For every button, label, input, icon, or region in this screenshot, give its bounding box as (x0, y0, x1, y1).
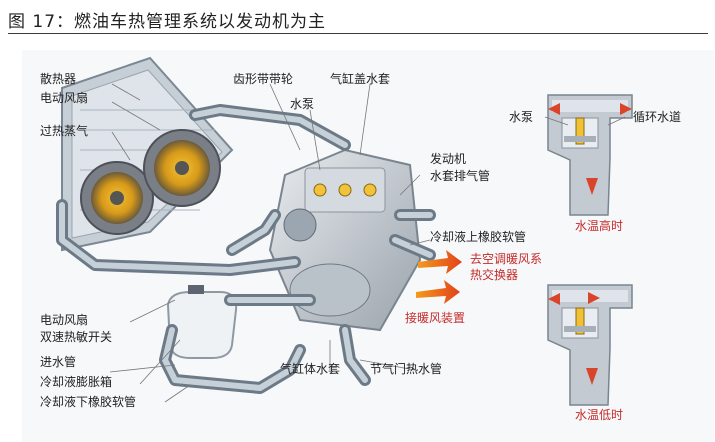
electric-fan-left (80, 161, 154, 235)
thermostat-low-temp (547, 284, 633, 406)
label-timing-belt-pulley: 齿形带带轮 (233, 72, 294, 86)
label-high-water-temp: 水温高时 (575, 219, 624, 233)
label-jacket-vent-pipe: 水套排气管 (430, 169, 491, 183)
label-electric-fan: 电动风扇 (40, 91, 89, 105)
thermostat-high-temp (547, 94, 633, 216)
engine-block (268, 148, 422, 332)
electric-fan-right (143, 129, 221, 207)
label-radiator: 散热器 (40, 72, 77, 86)
hot-air-arrows (416, 250, 462, 304)
label-lower-hose: 冷却液下橡胶软管 (40, 395, 137, 409)
label-fan-switch-line1: 电动风扇 (40, 313, 89, 327)
expansion-tank (166, 285, 238, 359)
label-inlet-pipe: 进水管 (40, 355, 77, 369)
label-ac-line1: 去空调暖风系 (470, 252, 543, 266)
label-overheated-steam: 过热蒸气 (40, 124, 89, 138)
title-divider (8, 33, 708, 34)
label-upper-hose: 冷却液上橡胶软管 (430, 230, 527, 244)
leader-lines (109, 83, 626, 403)
figure-title: 图 17：燃油车热管理系统以发动机为主 (8, 12, 327, 32)
label-cylinder-head-jacket: 气缸盖水套 (330, 72, 391, 86)
label-heater-connection: 接暖风装置 (405, 311, 466, 325)
label-throttle-hot-water-pipe: 节气门热水管 (370, 362, 443, 376)
label-thermostat-pump: 水泵 (509, 110, 534, 124)
label-heat-exchanger: 热交换器 (470, 268, 519, 282)
label-engine: 发动机 (430, 152, 467, 166)
label-cylinder-block-jacket: 气缸体水套 (280, 362, 341, 376)
label-expansion-tank: 冷却液膨胀箱 (40, 375, 113, 389)
label-water-pump: 水泵 (290, 97, 315, 111)
label-circulation-channel: 循环水道 (633, 110, 682, 124)
label-low-water-temp: 水温低时 (575, 408, 624, 422)
label-two-speed-thermal-switch: 双速热敏开关 (40, 330, 113, 344)
